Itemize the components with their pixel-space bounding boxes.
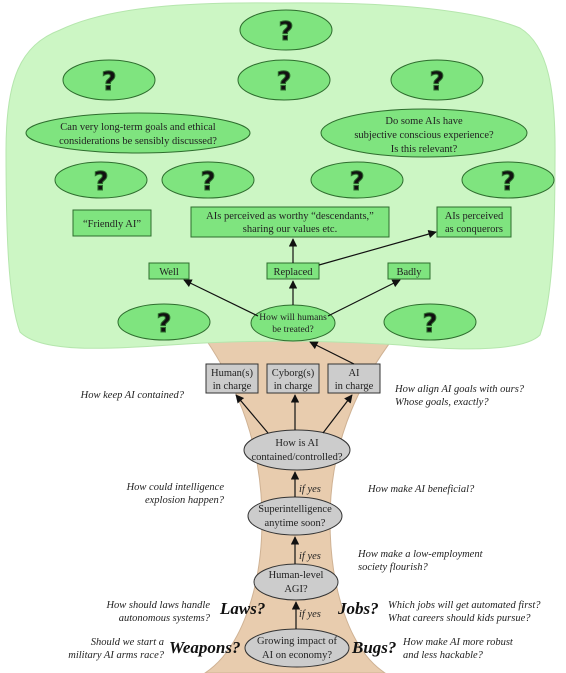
jobs-topic: Jobs?	[337, 599, 379, 618]
ethics-question-node: Can very long-term goals and ethical con…	[25, 112, 251, 154]
question-mark-text: ?	[276, 67, 291, 97]
outcome-badly-label: Badly	[396, 267, 422, 278]
align-goals-question-line1: How align AI goals with ours?	[394, 384, 525, 395]
treated-question-line1: How will humans	[259, 313, 327, 323]
jobs-question-line1: Which jobs will get automated first?	[388, 600, 541, 611]
treated-question-line2: be treated?	[272, 325, 313, 335]
beneficial-question: How make AI beneficial?	[367, 484, 475, 495]
humans-in-charge-box: Human(s) in charge	[205, 363, 259, 394]
if-yes-label-2: if yes	[299, 551, 321, 562]
if-yes-label-3: if yes	[299, 609, 321, 620]
agi-line2: AGI?	[284, 584, 308, 595]
unknown-future-nodes: ? ? ? ? ? ? ? ?	[54, 9, 555, 341]
robust-question-line1: How make AI more robust	[402, 637, 514, 648]
explosion-question-line1: How could intelligence	[126, 482, 225, 493]
arrow-treated-to-well	[183, 279, 259, 317]
question-mark-text: ?	[349, 167, 364, 197]
arms-race-question-line1: Should we start a	[91, 637, 164, 648]
unknown-node-row3-1: ?	[54, 161, 148, 199]
descendants-line2: sharing our values etc.	[243, 224, 337, 235]
align-goals-question-line2: Whose goals, exactly?	[395, 397, 489, 408]
unknown-node-row3-2: ?	[161, 161, 255, 199]
trunk-arrows	[235, 341, 355, 629]
unknown-node-row3-3: ?	[310, 161, 404, 199]
outcome-replaced-label: Replaced	[273, 267, 313, 278]
superintelligence-line1: Superintelligence	[258, 504, 332, 515]
outcome-replaced-box: Replaced	[266, 262, 320, 280]
unknown-node-row3-4: ?	[461, 161, 555, 199]
outcome-well-box: Well	[148, 262, 190, 280]
question-mark-text: ?	[278, 17, 293, 47]
descendants-box: AIs perceived as worthy “descendants,” s…	[190, 206, 390, 238]
laws-question-line1: How should laws handle	[105, 600, 210, 611]
ai-in-charge-box: AI in charge	[327, 363, 381, 394]
arrow-treated-from-ai	[309, 341, 355, 365]
jobs-question-line2: What careers should kids pursue?	[388, 613, 531, 624]
unknown-node-row2-mid: ?	[237, 59, 331, 101]
question-mark-text: ?	[93, 167, 108, 197]
question-mark-text: ?	[422, 309, 437, 339]
humans-line1: Human(s)	[211, 368, 253, 379]
agi-question-node: Human-level AGI?	[253, 563, 339, 601]
conquerors-box: AIs perceived as conquerors	[436, 206, 512, 238]
robust-question-line2: and less hackable?	[403, 650, 484, 661]
unknown-node-top: ?	[239, 9, 333, 51]
contained-question-node: How is AI contained/controlled?	[243, 429, 351, 471]
outcome-well-label: Well	[159, 267, 179, 278]
contained-line2: contained/controlled?	[252, 452, 343, 463]
conquerors-line2: as conquerors	[445, 224, 503, 235]
unknown-node-bottom-right: ?	[383, 303, 477, 341]
humans-line2: in charge	[213, 381, 252, 392]
friendly-ai-box: “Friendly AI”	[72, 209, 152, 237]
ethics-question-line1: Can very long-term goals and ethical	[60, 122, 215, 133]
ai-line2: in charge	[335, 381, 374, 392]
ai-line1: AI	[348, 368, 360, 379]
contained-line1: How is AI	[275, 438, 319, 449]
if-yes-label-1: if yes	[299, 484, 321, 495]
unknown-node-bottom-left: ?	[117, 303, 211, 341]
keep-contained-question: How keep AI contained?	[80, 390, 185, 401]
arrow-contained-to-humans	[235, 394, 269, 434]
low-employment-question-line2: society flourish?	[358, 562, 428, 573]
question-mark-text: ?	[156, 309, 171, 339]
bugs-topic: Bugs?	[351, 638, 396, 657]
friendly-ai-label: “Friendly AI”	[83, 219, 141, 230]
outcome-badly-box: Badly	[387, 262, 431, 280]
economy-impact-question-node: Growing impact of AI on economy?	[244, 628, 350, 668]
laws-topic: Laws?	[219, 599, 265, 618]
treated-question-node: How will humans be treated?	[250, 304, 336, 342]
cyborgs-line1: Cyborg(s)	[272, 368, 315, 379]
consciousness-question-line3: Is this relevant?	[391, 144, 458, 155]
arms-race-question-line2: military AI arms race?	[68, 650, 165, 661]
arrow-contained-to-ai	[322, 394, 353, 434]
consciousness-question-line1: Do some AIs have	[385, 116, 463, 127]
question-mark-text: ?	[500, 167, 515, 197]
descendants-line1: AIs perceived as worthy “descendants,”	[206, 211, 374, 222]
superintelligence-question-node: Superintelligence anytime soon?	[247, 496, 343, 536]
consciousness-question-node: Do some AIs have subjective conscious ex…	[320, 108, 528, 158]
unknown-node-row2-right: ?	[390, 59, 484, 101]
consciousness-question-line2: subjective conscious experience?	[354, 130, 494, 141]
explosion-question-line2: explosion happen?	[145, 495, 225, 506]
question-mark-text: ?	[101, 67, 116, 97]
cyborgs-line2: in charge	[274, 381, 313, 392]
laws-question-line2: autonomous systems?	[119, 613, 211, 624]
cyborgs-in-charge-box: Cyborg(s) in charge	[266, 363, 320, 394]
question-mark-text: ?	[429, 67, 444, 97]
question-mark-text: ?	[200, 167, 215, 197]
low-employment-question-line1: How make a low-employment	[357, 549, 484, 560]
economy-impact-line1: Growing impact of	[257, 636, 337, 647]
arrow-replaced-to-conquerors	[318, 230, 437, 266]
agi-line1: Human-level	[269, 570, 324, 581]
conquerors-line1: AIs perceived	[445, 211, 504, 222]
economy-impact-line2: AI on economy?	[262, 650, 332, 661]
arrow-treated-to-badly	[327, 279, 401, 317]
canopy-arrows	[183, 230, 437, 317]
unknown-node-row2-left: ?	[62, 59, 156, 101]
weapons-topic: Weapons?	[169, 638, 240, 657]
superintelligence-line2: anytime soon?	[265, 518, 326, 529]
ethics-question-line2: considerations be sensibly discussed?	[59, 136, 217, 147]
